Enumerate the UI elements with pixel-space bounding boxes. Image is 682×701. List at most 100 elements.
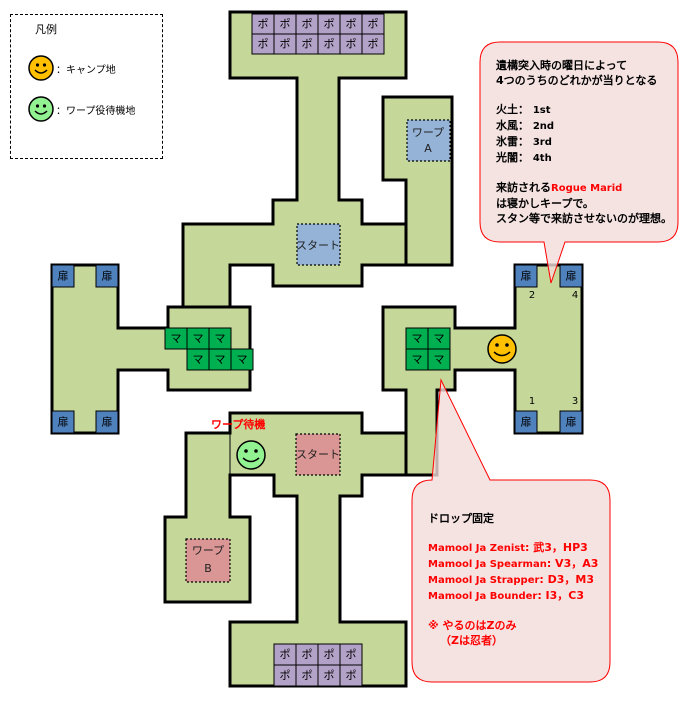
door-cell — [95, 264, 119, 288]
drop-value: : I3，C3 — [537, 589, 585, 602]
door-cell-label: 扉 — [58, 270, 69, 283]
day-sep: ： — [518, 119, 529, 132]
day-slot: 4th — [532, 153, 552, 164]
po-cell-label: ポ — [302, 18, 313, 31]
door-cell — [51, 410, 75, 434]
legend-label-camp: ：キャンプ地 — [56, 64, 116, 76]
po-cell-label: ポ — [280, 38, 291, 51]
po-cell-label: ポ — [346, 648, 357, 661]
day-elements: 火土 — [496, 103, 518, 116]
door-cell-label: 扉 — [102, 270, 113, 283]
po-cell-label: ポ — [302, 669, 313, 682]
day-row: 水風： 2nd — [496, 118, 672, 134]
drop-value: : 武3，HP3 — [525, 541, 588, 554]
warp-wait-smiley-icon — [236, 440, 266, 470]
door-number: 1 — [529, 396, 535, 407]
ma-cell-label: マ — [171, 332, 182, 345]
po-cell-label: ポ — [280, 669, 291, 682]
po-cell — [361, 33, 385, 55]
door-cell — [95, 410, 119, 434]
callout-top-line1: 遺構突入時の曜日によって — [496, 59, 628, 72]
po-cell-label: ポ — [368, 18, 379, 31]
door-cell-label: 扉 — [521, 270, 532, 283]
day-row: 光闇： 4th — [496, 150, 672, 166]
ma-cell-label: マ — [434, 353, 445, 366]
po-cell-label: ポ — [280, 18, 291, 31]
ma-cell-label: マ — [193, 332, 204, 345]
day-sep: ： — [518, 103, 529, 116]
visit-mob: Rogue Marid — [551, 183, 623, 194]
start-zone-bottom — [295, 433, 341, 476]
warp-zone-a-label: ワープ — [412, 126, 444, 139]
door-cell-label: 扉 — [521, 416, 532, 429]
drop-row: Mamool Ja Bounder: I3，C3 — [428, 588, 598, 604]
po-cell-label: ポ — [258, 38, 269, 51]
start-zone-top-label: スタート — [296, 239, 340, 252]
visit-line3: スタン等で来訪させないのが理想。 — [496, 212, 672, 225]
po-cell-label: ポ — [324, 669, 335, 682]
drop-note-line2: （Zは忍者） — [440, 634, 503, 647]
drop-row: Mamool Ja Spearman: V3，A3 — [428, 556, 598, 572]
door-cell-label: 扉 — [566, 270, 577, 283]
po-cell-label: ポ — [324, 18, 335, 31]
warp-wait-label: ワープ待機 — [211, 417, 265, 431]
po-cell-label: ポ — [302, 38, 313, 51]
visit-prefix: 来訪される — [496, 181, 551, 194]
visit-line2: は寝かしキープで。 — [496, 197, 594, 210]
day-row: 氷雷： 3rd — [496, 134, 672, 150]
start-zone-bottom-label: スタート — [296, 448, 340, 461]
warp-zone-b-letter: B — [204, 562, 212, 575]
door-number: 3 — [572, 396, 578, 407]
drop-value: : V3，A3 — [546, 557, 599, 570]
ma-cell-label: マ — [215, 353, 226, 366]
po-cell-label: ポ — [346, 669, 357, 682]
warp-zone-a — [406, 119, 451, 162]
warp-wait-smiley-icon — [28, 96, 54, 122]
day-slot: 2nd — [532, 121, 555, 132]
warp-zone-b-label: ワープ — [192, 544, 224, 557]
po-cell-label: ポ — [346, 38, 357, 51]
legend-label-warp-wait: ：ワープ役待機地 — [56, 105, 136, 117]
po-cell-label: ポ — [346, 18, 357, 31]
ma-cell-label: マ — [434, 332, 445, 345]
callout-bottom-text: ドロップ固定 Mamool Ja Zenist: 武3，HP3 Mamool J… — [428, 511, 598, 648]
camp-smiley-icon — [487, 334, 517, 364]
day-elements: 氷雷 — [496, 135, 518, 148]
visit-line1: 来訪されるRogue Marid — [496, 180, 672, 196]
callout-top-text: 遺構突入時の曜日によって 4つのうちのどれかが当りとなる 火土： 1st 水風：… — [496, 58, 672, 226]
door-cell — [559, 410, 583, 434]
door-cell — [514, 264, 538, 288]
day-sep: ： — [518, 151, 529, 164]
drop-note-line1: ※ やるのはZのみ — [428, 619, 517, 632]
warp-zone-b — [185, 538, 231, 583]
po-cell-label: ポ — [324, 648, 335, 661]
callout-top-line2: 4つのうちのどれかが当りとなる — [496, 74, 658, 87]
ma-cell-label: マ — [215, 332, 226, 345]
warp-zone-a-letter: A — [424, 142, 432, 155]
door-cell-label: 扉 — [58, 416, 69, 429]
drop-mob: Mamool Ja Spearman — [428, 559, 547, 570]
legend-item-warp-wait: ：ワープ役待機地 — [28, 96, 135, 122]
po-cell-label: ポ — [324, 38, 335, 51]
day-slot: 3rd — [532, 137, 552, 148]
camp-smiley-icon — [28, 55, 54, 81]
po-cell-label: ポ — [302, 648, 313, 661]
door-number: 2 — [529, 290, 535, 301]
ma-cell-label: マ — [412, 332, 423, 345]
ma-cell-label: マ — [412, 353, 423, 366]
door-cell — [514, 410, 538, 434]
door-cell-label: 扉 — [102, 416, 113, 429]
drop-value: : D3，M3 — [539, 573, 595, 586]
start-zone-top — [296, 223, 341, 266]
day-elements: 水風 — [496, 119, 518, 132]
ma-cell-label: マ — [193, 353, 204, 366]
door-cell — [559, 264, 583, 288]
drop-row: Mamool Ja Strapper: D3，M3 — [428, 572, 598, 588]
legend-box: 凡例 ：キャンプ地 ：ワープ役待機地 — [10, 14, 163, 159]
drop-title: ドロップ固定 — [428, 512, 494, 525]
ma-cell — [427, 348, 451, 371]
room-top-north — [181, 10, 408, 309]
po-cell-label: ポ — [258, 18, 269, 31]
door-number: 4 — [572, 290, 578, 301]
